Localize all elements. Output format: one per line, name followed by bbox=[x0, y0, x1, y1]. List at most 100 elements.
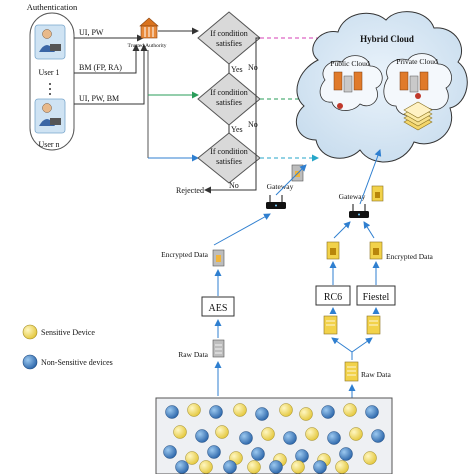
decision-2: If condition satisfies bbox=[197, 72, 261, 126]
decision-2-yes: Yes bbox=[231, 125, 243, 134]
decision-1-yes: Yes bbox=[231, 65, 243, 74]
hybrid-cloud: Hybrid Cloud Public Cloud Private Cloud bbox=[295, 11, 468, 163]
user-1-label: User 1 bbox=[38, 68, 59, 77]
sensitive-device bbox=[233, 403, 247, 417]
nonsensitive-device bbox=[175, 460, 189, 474]
ellipsis-dot bbox=[49, 93, 51, 95]
sensitive-device bbox=[349, 427, 363, 441]
creds-mid-label: BM (FP, RA) bbox=[79, 63, 122, 72]
user-n-label: User n bbox=[38, 140, 59, 149]
creds-top-label: UI, PW bbox=[79, 28, 104, 37]
legend-nonsensitive-label: Non-Sensitive devices bbox=[41, 358, 113, 367]
nonsensitive-device bbox=[283, 431, 297, 445]
nonsensitive-device bbox=[339, 447, 353, 461]
raw-data-document-icon bbox=[344, 361, 359, 382]
left-raw-label: Raw Data bbox=[178, 350, 208, 359]
nonsensitive-device bbox=[313, 460, 327, 474]
nonsensitive-device bbox=[207, 445, 221, 459]
legend-sensitive-label: Sensitive Device bbox=[41, 328, 95, 337]
nonsensitive-device bbox=[195, 429, 209, 443]
gateway-right-label: Gateway bbox=[339, 192, 366, 201]
sensitive-device bbox=[299, 407, 313, 421]
rejected-label: Rejected bbox=[176, 186, 204, 195]
lock-icon bbox=[337, 103, 343, 109]
nonsensitive-device bbox=[251, 447, 265, 461]
trusted-authority-label: Trusted Authority bbox=[127, 43, 166, 49]
gateway-right-to-cloud-arrow bbox=[359, 149, 382, 205]
no-rejected-arrow bbox=[204, 37, 260, 194]
arrow-creds-mid bbox=[74, 44, 140, 74]
fiestel-label: Fiestel bbox=[363, 292, 390, 303]
sensitive-device bbox=[187, 403, 201, 417]
right-encrypted-label: Encrypted Data bbox=[386, 252, 434, 261]
nonsensitive-device bbox=[365, 405, 379, 419]
public-cloud-label: Public Cloud bbox=[330, 59, 370, 68]
sensitive-device bbox=[343, 403, 357, 417]
user-n-icon bbox=[34, 98, 66, 134]
sensitive-device bbox=[215, 425, 229, 439]
left-encrypted-label: Encrypted Data bbox=[161, 250, 209, 259]
sensitive-device bbox=[185, 451, 199, 465]
aes-box bbox=[201, 296, 235, 317]
nonsensitive-device bbox=[165, 405, 179, 419]
user-1-icon bbox=[34, 24, 66, 60]
decision-2-line1: If condition bbox=[210, 88, 248, 97]
nonsensitive-device bbox=[223, 460, 237, 474]
gateway-left-to-cloud-arrow bbox=[275, 164, 307, 196]
nonsensitive-device bbox=[239, 431, 253, 445]
right-encrypted2-to-gateway-arrow bbox=[363, 221, 375, 239]
decision-1: If condition satisfies bbox=[197, 11, 261, 65]
right-encrypted1-to-gateway-arrow bbox=[333, 221, 351, 239]
decision-3-line2: satisfies bbox=[216, 157, 242, 166]
ellipsis-dot bbox=[49, 83, 51, 85]
sensitive-device bbox=[247, 460, 261, 474]
gateway-left-router-icon bbox=[266, 195, 286, 209]
server-icon bbox=[333, 71, 363, 93]
sensitive-device bbox=[305, 427, 319, 441]
sensitive-device bbox=[279, 403, 293, 417]
sensitive-device bbox=[291, 460, 305, 474]
lock-icon bbox=[415, 93, 421, 99]
decision-3-line1: If condition bbox=[210, 147, 248, 156]
legend-sensitive-swatch bbox=[22, 324, 38, 340]
nonsensitive-device bbox=[209, 405, 223, 419]
fiestel-box bbox=[356, 285, 396, 306]
nonsensitive-device bbox=[371, 429, 385, 443]
creds-bottom-label: UI, PW, BM bbox=[79, 94, 119, 103]
encrypted-document-icon bbox=[326, 241, 340, 260]
right-raw-label: Raw Data bbox=[361, 370, 391, 379]
nonsensitive-device bbox=[269, 460, 283, 474]
decision-1-line2: satisfies bbox=[216, 39, 242, 48]
raw-to-doc1-arrow bbox=[331, 337, 353, 360]
encrypted-document-icon bbox=[212, 249, 225, 267]
left-encrypted-to-gateway-arrow bbox=[213, 213, 271, 246]
raw-data-document-icon bbox=[212, 339, 225, 358]
document-icon bbox=[371, 185, 384, 202]
decision-2-line2: satisfies bbox=[216, 98, 242, 107]
raw-to-doc2-arrow bbox=[351, 337, 373, 353]
sensitive-device bbox=[363, 451, 377, 465]
decision-1-line1: If condition bbox=[210, 29, 248, 38]
legend-nonsensitive-swatch bbox=[22, 354, 38, 370]
rc6-box bbox=[315, 285, 351, 306]
devices-layer bbox=[163, 403, 385, 474]
document-icon bbox=[323, 315, 338, 335]
arrow-creds-bottom bbox=[74, 44, 148, 105]
decision-3-no: No bbox=[229, 181, 239, 190]
server-icon bbox=[399, 71, 429, 93]
nonsensitive-device bbox=[321, 405, 335, 419]
hybrid-cloud-title: Hybrid Cloud bbox=[360, 34, 414, 44]
gateway-right-router-icon bbox=[349, 204, 369, 218]
gateway-left-label: Gateway bbox=[267, 182, 294, 191]
nonsensitive-device bbox=[327, 431, 341, 445]
sensitive-device bbox=[261, 427, 275, 441]
document-icon bbox=[366, 315, 381, 335]
private-cloud-label: Private Cloud bbox=[396, 57, 438, 66]
sensitive-device bbox=[335, 460, 349, 474]
user-group-pill bbox=[29, 12, 75, 151]
nonsensitive-device bbox=[255, 407, 269, 421]
nonsensitive-device bbox=[163, 445, 177, 459]
encrypted-document-icon bbox=[369, 241, 383, 260]
sensitive-device bbox=[199, 460, 213, 474]
